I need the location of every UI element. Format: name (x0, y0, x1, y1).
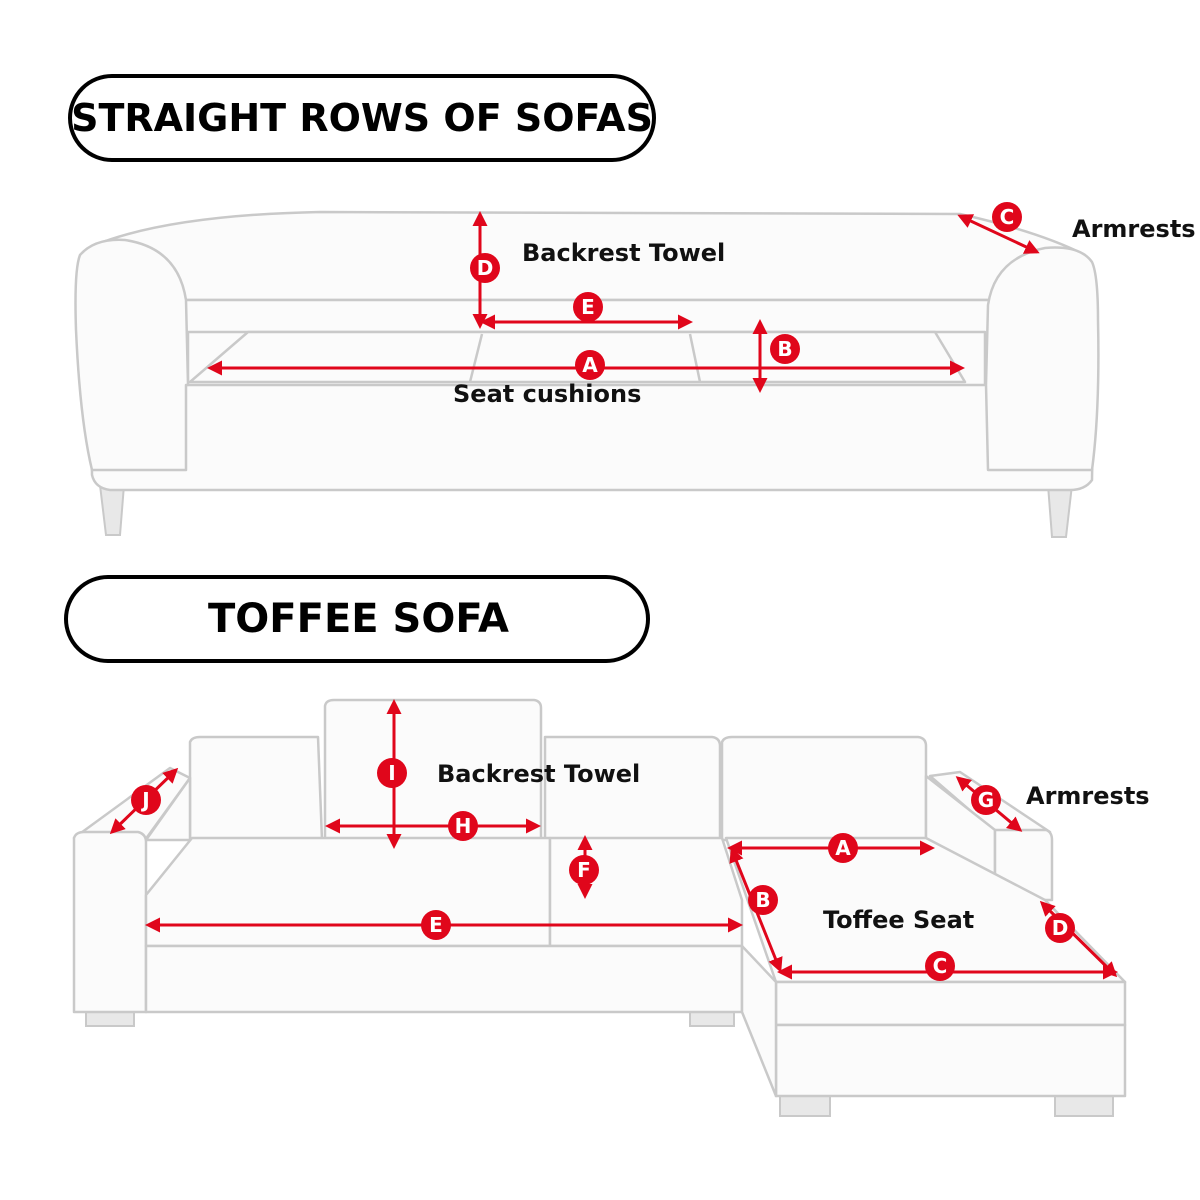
svg-text:A: A (582, 353, 598, 377)
toffee-seat-mid (548, 836, 744, 948)
toffee-marker-g: G (971, 785, 1001, 815)
toffee-marker-e: E (421, 910, 451, 940)
toffee-marker-a: A (828, 833, 858, 863)
toffee-back-cushion-2 (543, 735, 722, 842)
toffee-headrest (323, 698, 543, 850)
svg-text:E: E (429, 913, 443, 937)
svg-text:C: C (1000, 205, 1015, 229)
straight-sofa-leg-right (1046, 484, 1074, 538)
straight-marker-c: C (992, 202, 1022, 232)
toffee-marker-f: F (569, 855, 599, 885)
straight-label-seat: Seat cushions (453, 380, 641, 408)
toffee-marker-i: I (377, 758, 407, 788)
svg-text:H: H (455, 814, 472, 838)
straight-marker-d: D (470, 253, 500, 283)
svg-text:J: J (140, 788, 149, 812)
toffee-marker-b: B (748, 885, 778, 915)
straight-marker-b: B (770, 334, 800, 364)
toffee-label-seat: Toffee Seat (823, 906, 974, 934)
toffee-marker-h: H (448, 811, 478, 841)
toffee-foot-4 (1054, 1095, 1114, 1117)
toffee-arm-left (72, 830, 148, 1014)
svg-text:D: D (1052, 916, 1069, 940)
svg-text:D: D (477, 256, 494, 280)
heading-toffee-sofa: TOFFEE SOFA (64, 575, 650, 663)
toffee-back-cushion-1 (188, 735, 324, 842)
straight-label-backrest: Backrest Towel (522, 239, 725, 267)
straight-sofa-leg-left (98, 484, 126, 536)
svg-text:C: C (933, 954, 948, 978)
toffee-chaise-base (774, 1023, 1127, 1098)
svg-text:B: B (755, 888, 770, 912)
straight-label-armrests: Armrests (1072, 215, 1196, 243)
svg-text:I: I (388, 761, 395, 785)
svg-text:F: F (577, 858, 591, 882)
straight-sofa-arm-left (74, 238, 190, 472)
svg-text:A: A (835, 836, 851, 860)
toffee-foot-3 (779, 1095, 831, 1117)
toffee-marker-j: J (131, 785, 161, 815)
svg-text:G: G (978, 788, 994, 812)
straight-sofa-arm-right (984, 246, 1100, 472)
svg-text:B: B (777, 337, 792, 361)
toffee-label-backrest: Backrest Towel (437, 760, 640, 788)
toffee-back-cushion-3 (720, 735, 928, 842)
toffee-label-armrests: Armrests (1026, 782, 1150, 810)
straight-marker-e: E (573, 292, 603, 322)
toffee-seat-front (144, 944, 744, 1014)
toffee-marker-d: D (1045, 913, 1075, 943)
straight-sofa-backrest (93, 210, 1087, 302)
heading-straight-text: STRAIGHT ROWS OF SOFAS (71, 96, 653, 140)
heading-straight-sofas: STRAIGHT ROWS OF SOFAS (68, 74, 656, 162)
toffee-chaise-front (774, 980, 1127, 1027)
svg-text:E: E (581, 295, 595, 319)
heading-toffee-text: TOFFEE SOFA (208, 596, 510, 642)
straight-marker-a: A (575, 350, 605, 380)
toffee-marker-c: C (925, 951, 955, 981)
toffee-seat-left (144, 836, 552, 948)
